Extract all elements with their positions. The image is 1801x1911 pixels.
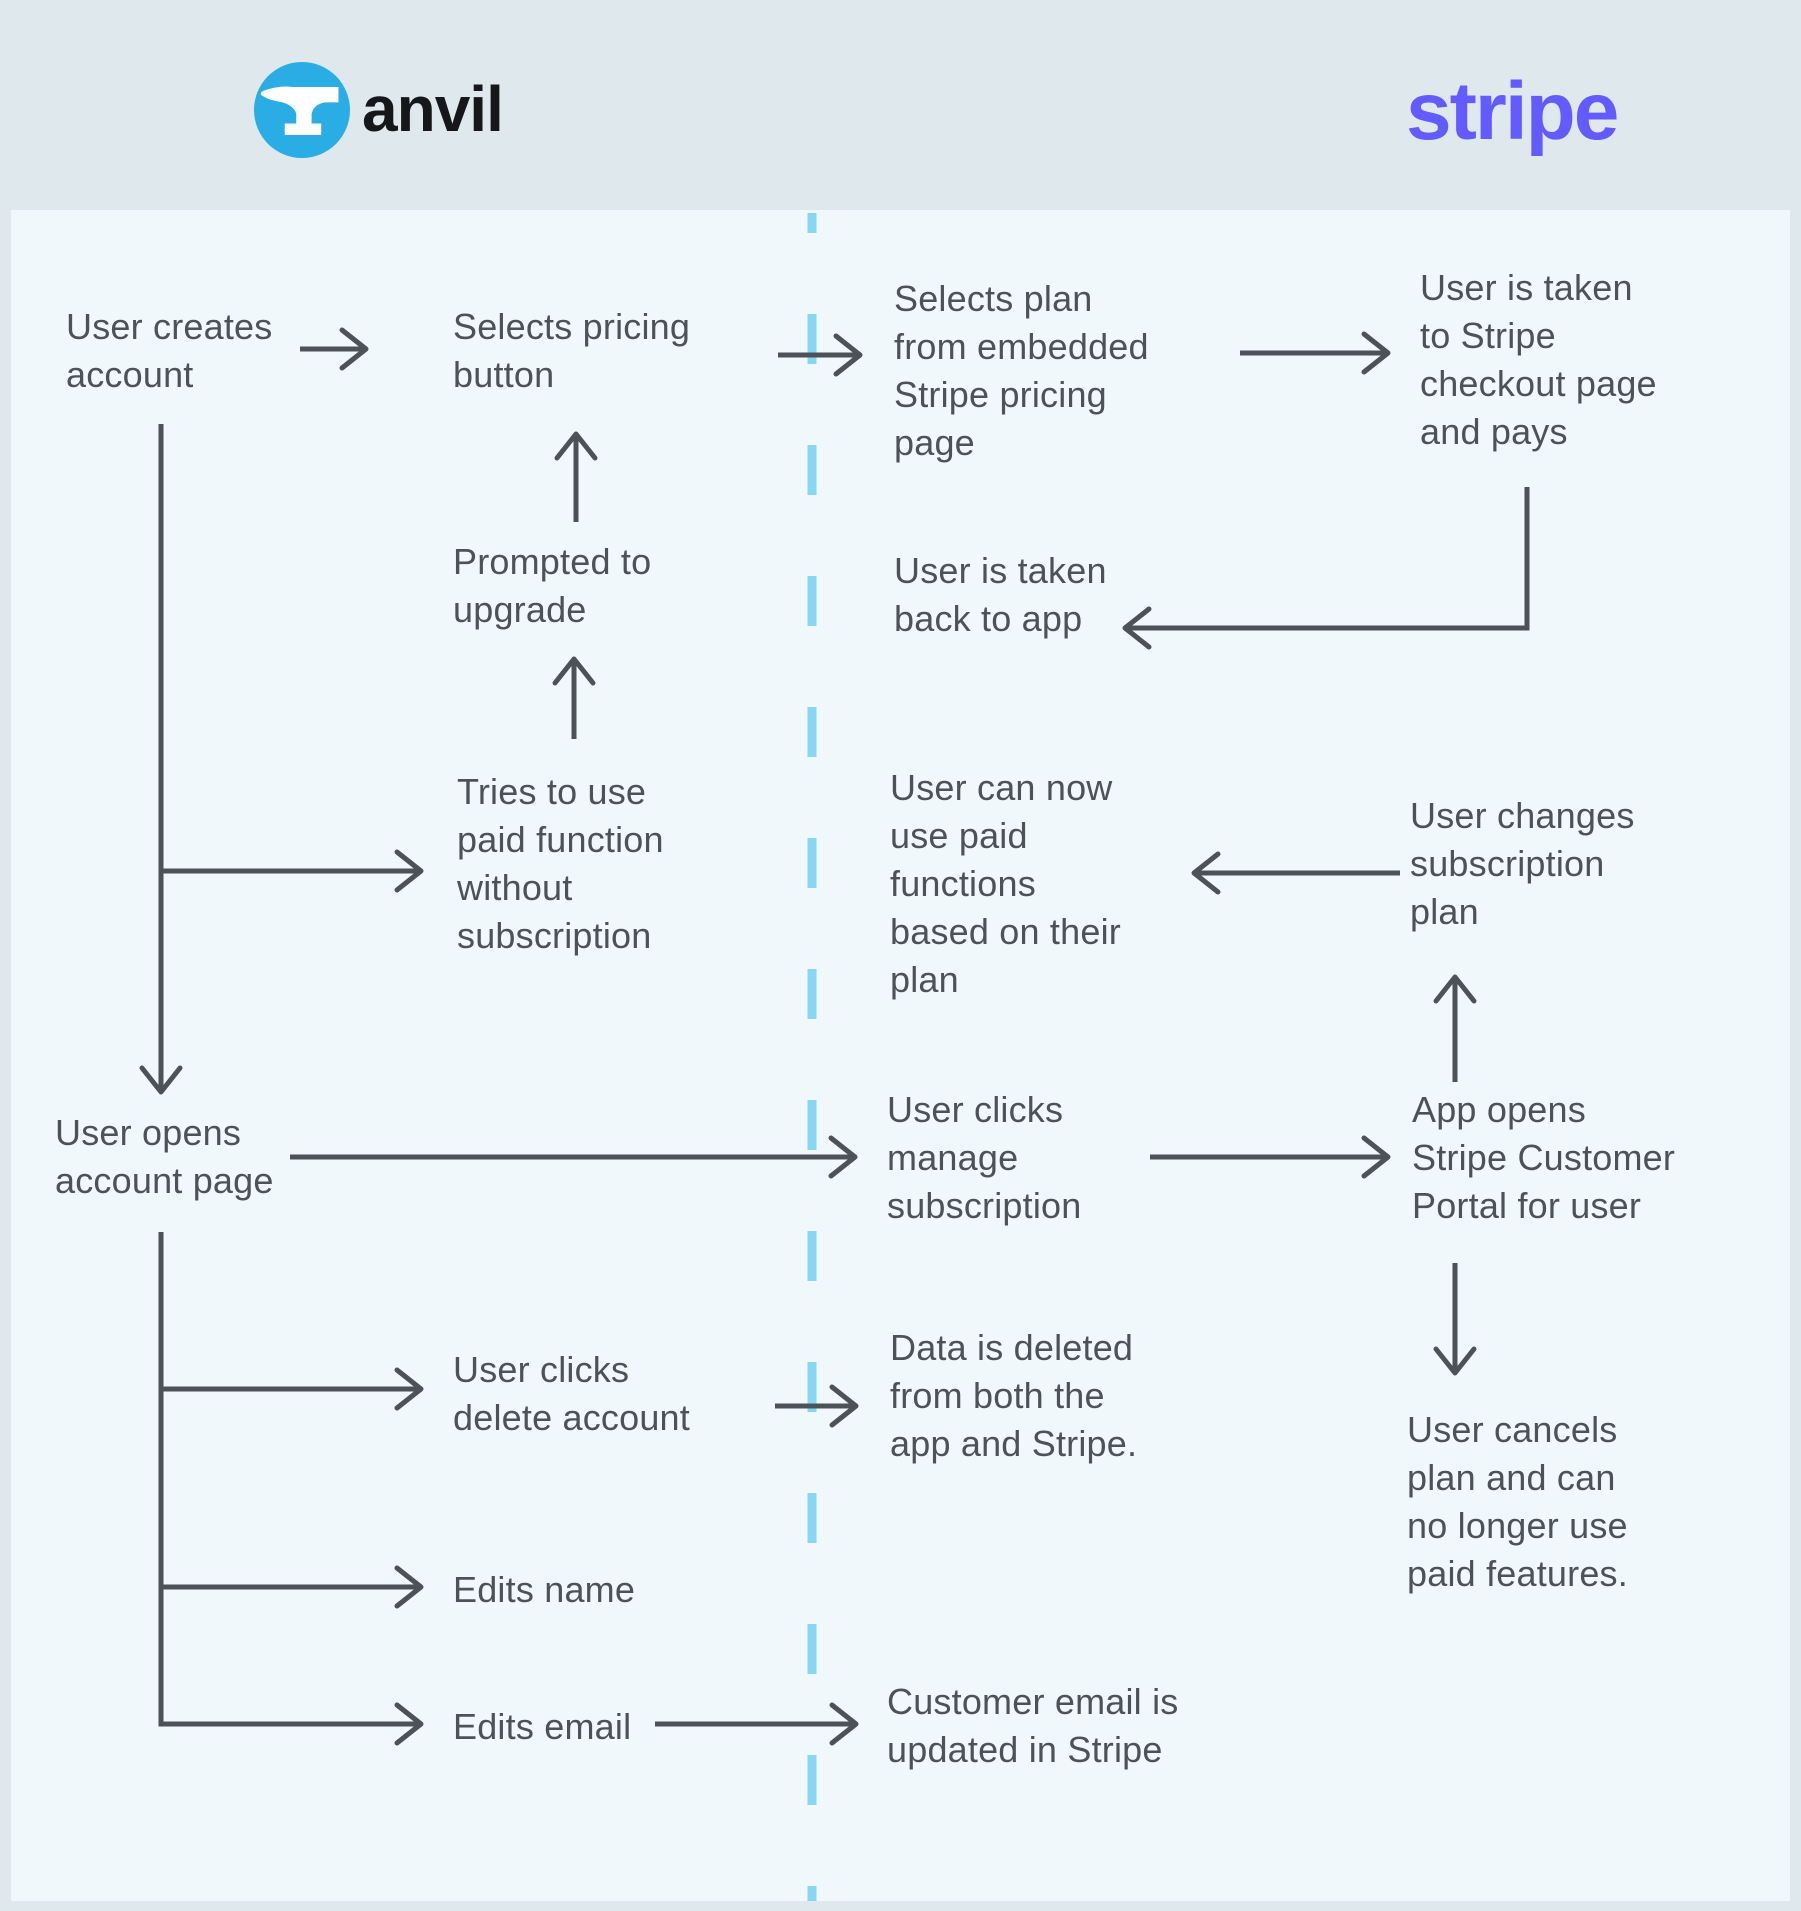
node-user-changes-plan: User changes subscription plan bbox=[1410, 795, 1635, 932]
node-user-creates-account: User creates account bbox=[66, 306, 273, 395]
node-clicks-manage-subscription: User clicks manage subscription bbox=[887, 1089, 1082, 1226]
node-customer-email-updated: Customer email is updated in Stripe bbox=[887, 1681, 1179, 1770]
node-taken-back-to-app: User is taken back to app bbox=[894, 550, 1107, 639]
node-tries-paid-function: Tries to use paid function without subsc… bbox=[457, 771, 664, 956]
node-prompted-to-upgrade: Prompted to upgrade bbox=[453, 541, 652, 630]
node-app-opens-customer-portal: App opens Stripe Customer Portal for use… bbox=[1412, 1089, 1676, 1226]
anvil-logo: anvil bbox=[254, 62, 504, 158]
node-can-use-paid-functions: User can now use paid functions based on… bbox=[890, 767, 1121, 1000]
node-data-deleted: Data is deleted from both the app and St… bbox=[890, 1327, 1138, 1464]
header: anvil stripe bbox=[0, 0, 1801, 210]
node-selects-pricing-button: Selects pricing button bbox=[453, 306, 691, 395]
node-stripe-checkout-pays: User is taken to Stripe checkout page an… bbox=[1420, 267, 1657, 452]
node-edits-name: Edits name bbox=[453, 1569, 636, 1610]
node-clicks-delete-account: User clicks delete account bbox=[453, 1349, 690, 1438]
node-user-cancels-plan: User cancels plan and can no longer use … bbox=[1407, 1409, 1628, 1594]
anvil-glyph-icon bbox=[260, 86, 339, 135]
anvil-wordmark: anvil bbox=[362, 73, 503, 145]
node-user-opens-account-page: User opens account page bbox=[55, 1112, 274, 1201]
stripe-wordmark: stripe bbox=[1406, 66, 1617, 157]
node-selects-plan-embedded: Selects plan from embedded Stripe pricin… bbox=[894, 278, 1149, 463]
node-edits-email: Edits email bbox=[453, 1706, 632, 1747]
